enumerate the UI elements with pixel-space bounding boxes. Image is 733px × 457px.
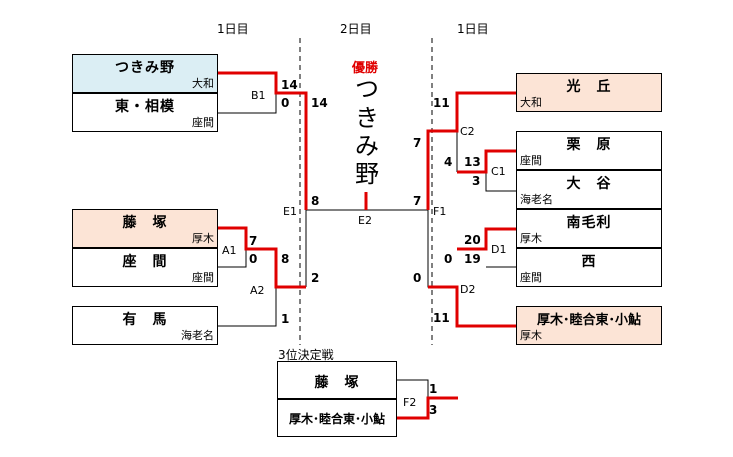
score-c2-bottom: 4 xyxy=(444,155,453,169)
team-city: 厚木 xyxy=(520,329,542,342)
team-minamimori: 南毛利 厚木 xyxy=(516,209,662,248)
day-label-right: 1日目 xyxy=(457,22,489,36)
champion-char: つ xyxy=(355,75,379,103)
team-zama: 座 間 座間 xyxy=(72,248,218,287)
team-higashi-sagami: 東・相模 座間 xyxy=(72,93,218,132)
day-label-left: 1日目 xyxy=(217,22,249,36)
match-label-b1: B1 xyxy=(251,89,266,102)
team-nishi: 西 座間 xyxy=(516,248,662,287)
team-kurihara: 栗 原 座間 xyxy=(516,131,662,170)
team-atsugi-third: 厚木･睦合東･小鮎 xyxy=(277,399,397,437)
champion-char: み xyxy=(355,132,379,160)
team-hikarioka: 光 丘 大和 xyxy=(516,73,662,112)
match-label-c1: C1 xyxy=(491,165,506,178)
match-label-a2: A2 xyxy=(250,284,265,297)
champion-title: 優勝 xyxy=(352,61,379,76)
team-fujitsuka: 藤 塚 厚木 xyxy=(72,209,218,248)
team-name: 東・相模 xyxy=(115,99,175,115)
score-a2-top: 8 xyxy=(281,252,290,266)
team-fujitsuka-third: 藤 塚 xyxy=(277,361,397,399)
team-name: 厚木･睦合東･小鮎 xyxy=(536,313,641,328)
team-name: 西 xyxy=(581,254,597,270)
score-a1-bottom: 0 xyxy=(249,252,258,266)
score-c1-bottom: 3 xyxy=(472,174,481,188)
team-name: 大 谷 xyxy=(566,176,612,192)
match-label-e1: E1 xyxy=(283,205,297,218)
score-d2-top: 0 xyxy=(444,252,453,266)
team-city: 座間 xyxy=(520,154,542,167)
score-d1-top: 20 xyxy=(464,233,481,247)
score-c1-top: 13 xyxy=(464,155,481,169)
score-d1-bottom: 19 xyxy=(464,252,481,266)
score-e2-right: 7 xyxy=(413,194,422,208)
champion-char: き xyxy=(355,104,379,132)
score-b1-bottom: 0 xyxy=(281,96,290,110)
match-label-c2: C2 xyxy=(460,125,475,138)
team-city: 厚木 xyxy=(520,232,542,245)
team-name: 栗 原 xyxy=(566,137,612,153)
third-place-title: 3位決定戦 xyxy=(278,348,334,362)
team-name: 座 間 xyxy=(122,254,168,270)
score-f1-bottom: 0 xyxy=(413,271,422,285)
team-name: 藤 塚 xyxy=(314,375,360,391)
team-ooya: 大 谷 海老名 xyxy=(516,170,662,209)
score-a1-top: 7 xyxy=(249,234,258,248)
team-name: 南毛利 xyxy=(566,215,612,231)
team-name: 厚木･睦合東･小鮎 xyxy=(288,412,385,426)
match-label-e2: E2 xyxy=(358,214,372,227)
score-f2-bottom: 3 xyxy=(429,403,438,417)
score-a2-bottom: 1 xyxy=(281,312,290,326)
team-tsukimino: つきみ野 大和 xyxy=(72,54,218,93)
team-name: 有 馬 xyxy=(122,312,168,328)
score-e1-bottom: 2 xyxy=(311,271,320,285)
team-city: 座間 xyxy=(192,271,214,284)
score-f1-top: 7 xyxy=(413,136,422,150)
match-label-a1: A1 xyxy=(222,244,237,257)
team-name: 藤 塚 xyxy=(122,215,168,231)
score-f2-top: 1 xyxy=(429,382,438,396)
team-arima: 有 馬 海老名 xyxy=(72,306,218,345)
team-city: 大和 xyxy=(192,77,214,90)
team-city: 大和 xyxy=(520,96,542,109)
score-d2-bottom: 11 xyxy=(433,311,450,325)
match-label-d1: D1 xyxy=(491,243,507,256)
score-e2-left: 8 xyxy=(311,194,320,208)
team-city: 座間 xyxy=(520,271,542,284)
team-atsugi-combined: 厚木･睦合東･小鮎 厚木 xyxy=(516,306,662,345)
score-b1-top: 14 xyxy=(281,78,298,92)
day-label-center: 2日目 xyxy=(340,22,372,36)
champion-char: 野 xyxy=(355,160,379,188)
match-label-f1: F1 xyxy=(433,205,447,218)
team-name: つきみ野 xyxy=(115,60,175,76)
score-e1-top: 14 xyxy=(311,96,328,110)
score-c2-top: 11 xyxy=(433,96,450,110)
team-city: 座間 xyxy=(192,116,214,129)
match-label-f2: F2 xyxy=(403,396,417,409)
match-label-d2: D2 xyxy=(460,283,476,296)
team-city: 海老名 xyxy=(520,193,553,206)
team-city: 厚木 xyxy=(192,232,214,245)
team-name: 光 丘 xyxy=(566,79,612,95)
team-city: 海老名 xyxy=(181,329,214,342)
